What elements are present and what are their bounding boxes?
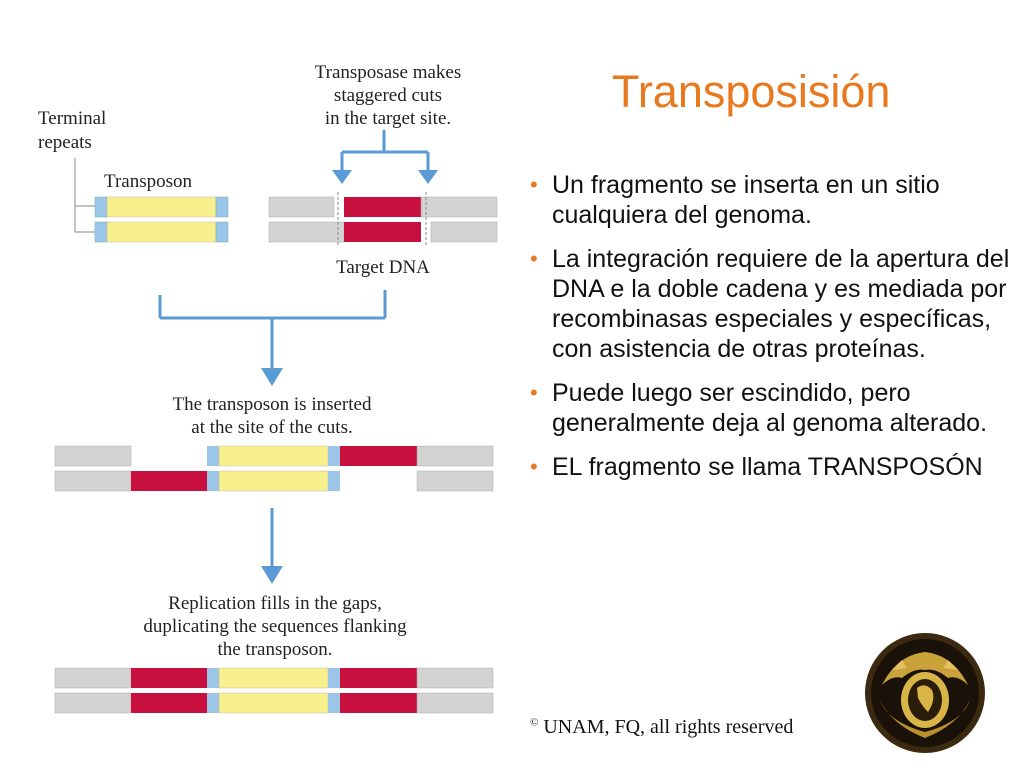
bullet-item: • La integración requiere de la apertura …	[530, 244, 1010, 364]
bullet-list: • Un fragmento se inserta en un sitio cua…	[530, 170, 1010, 496]
copyright-notice: © UNAM, FQ, all rights reserved	[530, 716, 793, 739]
dna-segment	[54, 470, 132, 492]
dna-segment	[54, 445, 132, 467]
terminal-repeats-label-line2: repeats	[38, 132, 92, 153]
bullet-item: • EL fragmento se llama TRANSPOSÓN	[530, 452, 1010, 482]
repeat-segment	[94, 196, 108, 218]
target-site-segment	[344, 197, 421, 217]
dna-segment	[416, 470, 494, 492]
replication-label-line2: duplicating the sequences flanking	[143, 616, 407, 637]
repeat-segment	[207, 668, 219, 688]
final-strands	[54, 667, 494, 714]
unam-seal-icon	[865, 633, 985, 753]
transposon-segment	[218, 692, 329, 714]
cut-arrows	[340, 130, 430, 175]
transposon-segment	[218, 445, 329, 467]
dna-segment	[416, 445, 494, 467]
target-site-segment	[131, 693, 208, 713]
bullet-dot-icon: •	[530, 380, 538, 405]
target-site-segment	[340, 693, 417, 713]
terminal-repeats-label-line1: Terminal	[38, 108, 106, 129]
target-dna-strands	[268, 192, 498, 246]
repeat-segment	[207, 446, 219, 466]
target-site-segment	[340, 446, 417, 466]
target-site-segment	[131, 668, 208, 688]
inserted-strands	[54, 445, 494, 492]
transposon-segment	[106, 221, 217, 243]
transposase-label-line1: Transposase makes	[315, 62, 462, 83]
transposase-label-line3: in the target site.	[325, 108, 451, 129]
bullet-dot-icon: •	[530, 172, 538, 197]
bullet-text: EL fragmento se llama TRANSPOSÓN	[552, 453, 983, 481]
transposon-segment	[218, 667, 329, 689]
target-site-segment	[344, 222, 421, 242]
transposition-diagram: Terminal repeats Transposon Transposase …	[38, 62, 498, 714]
merge-arrow	[158, 290, 387, 372]
slide-title: Transposisión	[612, 66, 891, 117]
repeat-segment	[328, 693, 340, 713]
bullet-text: La integración requiere de la apertura d…	[552, 245, 1010, 363]
transposase-label-line2: staggered cuts	[334, 85, 442, 106]
target-site-segment	[131, 471, 208, 491]
transposon-segment	[218, 470, 329, 492]
repeat-segment	[215, 196, 229, 218]
repeat-segment	[328, 668, 340, 688]
copyright-text: UNAM, FQ, all rights reserved	[543, 716, 794, 738]
inserted-label-line1: The transposon is inserted	[173, 394, 372, 415]
terminal-repeats-bracket	[74, 158, 96, 233]
bullet-dot-icon: •	[530, 246, 538, 271]
arrowhead-icon	[418, 170, 438, 184]
dna-segment	[420, 196, 498, 218]
replication-label-line1: Replication fills in the gaps,	[168, 593, 382, 614]
transposon-label: Transposon	[104, 171, 192, 192]
inserted-label-line2: at the site of the cuts.	[191, 417, 352, 438]
repeat-segment	[328, 446, 340, 466]
dna-segment	[416, 692, 494, 714]
arrowhead-icon	[261, 368, 283, 386]
copyright-symbol: ©	[530, 716, 539, 729]
bullet-text: Un fragmento se inserta en un sitio cual…	[552, 171, 940, 229]
repeat-segment	[215, 221, 229, 243]
dna-segment	[54, 692, 132, 714]
arrowhead-icon	[261, 566, 283, 584]
repeat-segment	[328, 471, 340, 491]
dna-segment	[430, 221, 498, 243]
dna-segment	[416, 667, 494, 689]
dna-segment	[268, 221, 345, 243]
transposon-segment	[106, 196, 217, 218]
repeat-segment	[94, 221, 108, 243]
replication-label-line3: the transposon.	[217, 639, 332, 660]
target-site-segment	[340, 668, 417, 688]
dna-segment	[54, 667, 132, 689]
repeat-segment	[207, 471, 219, 491]
target-dna-label: Target DNA	[336, 257, 430, 278]
bullet-text: Puede luego ser escindido, pero generalm…	[552, 379, 988, 437]
transposon-strands	[94, 196, 229, 243]
bullet-dot-icon: •	[530, 454, 538, 479]
bullet-item: • Un fragmento se inserta en un sitio cua…	[530, 170, 1010, 230]
arrowhead-icon	[332, 170, 352, 184]
dna-segment	[268, 196, 335, 218]
repeat-segment	[207, 693, 219, 713]
bullet-item: • Puede luego ser escindido, pero general…	[530, 378, 1010, 438]
